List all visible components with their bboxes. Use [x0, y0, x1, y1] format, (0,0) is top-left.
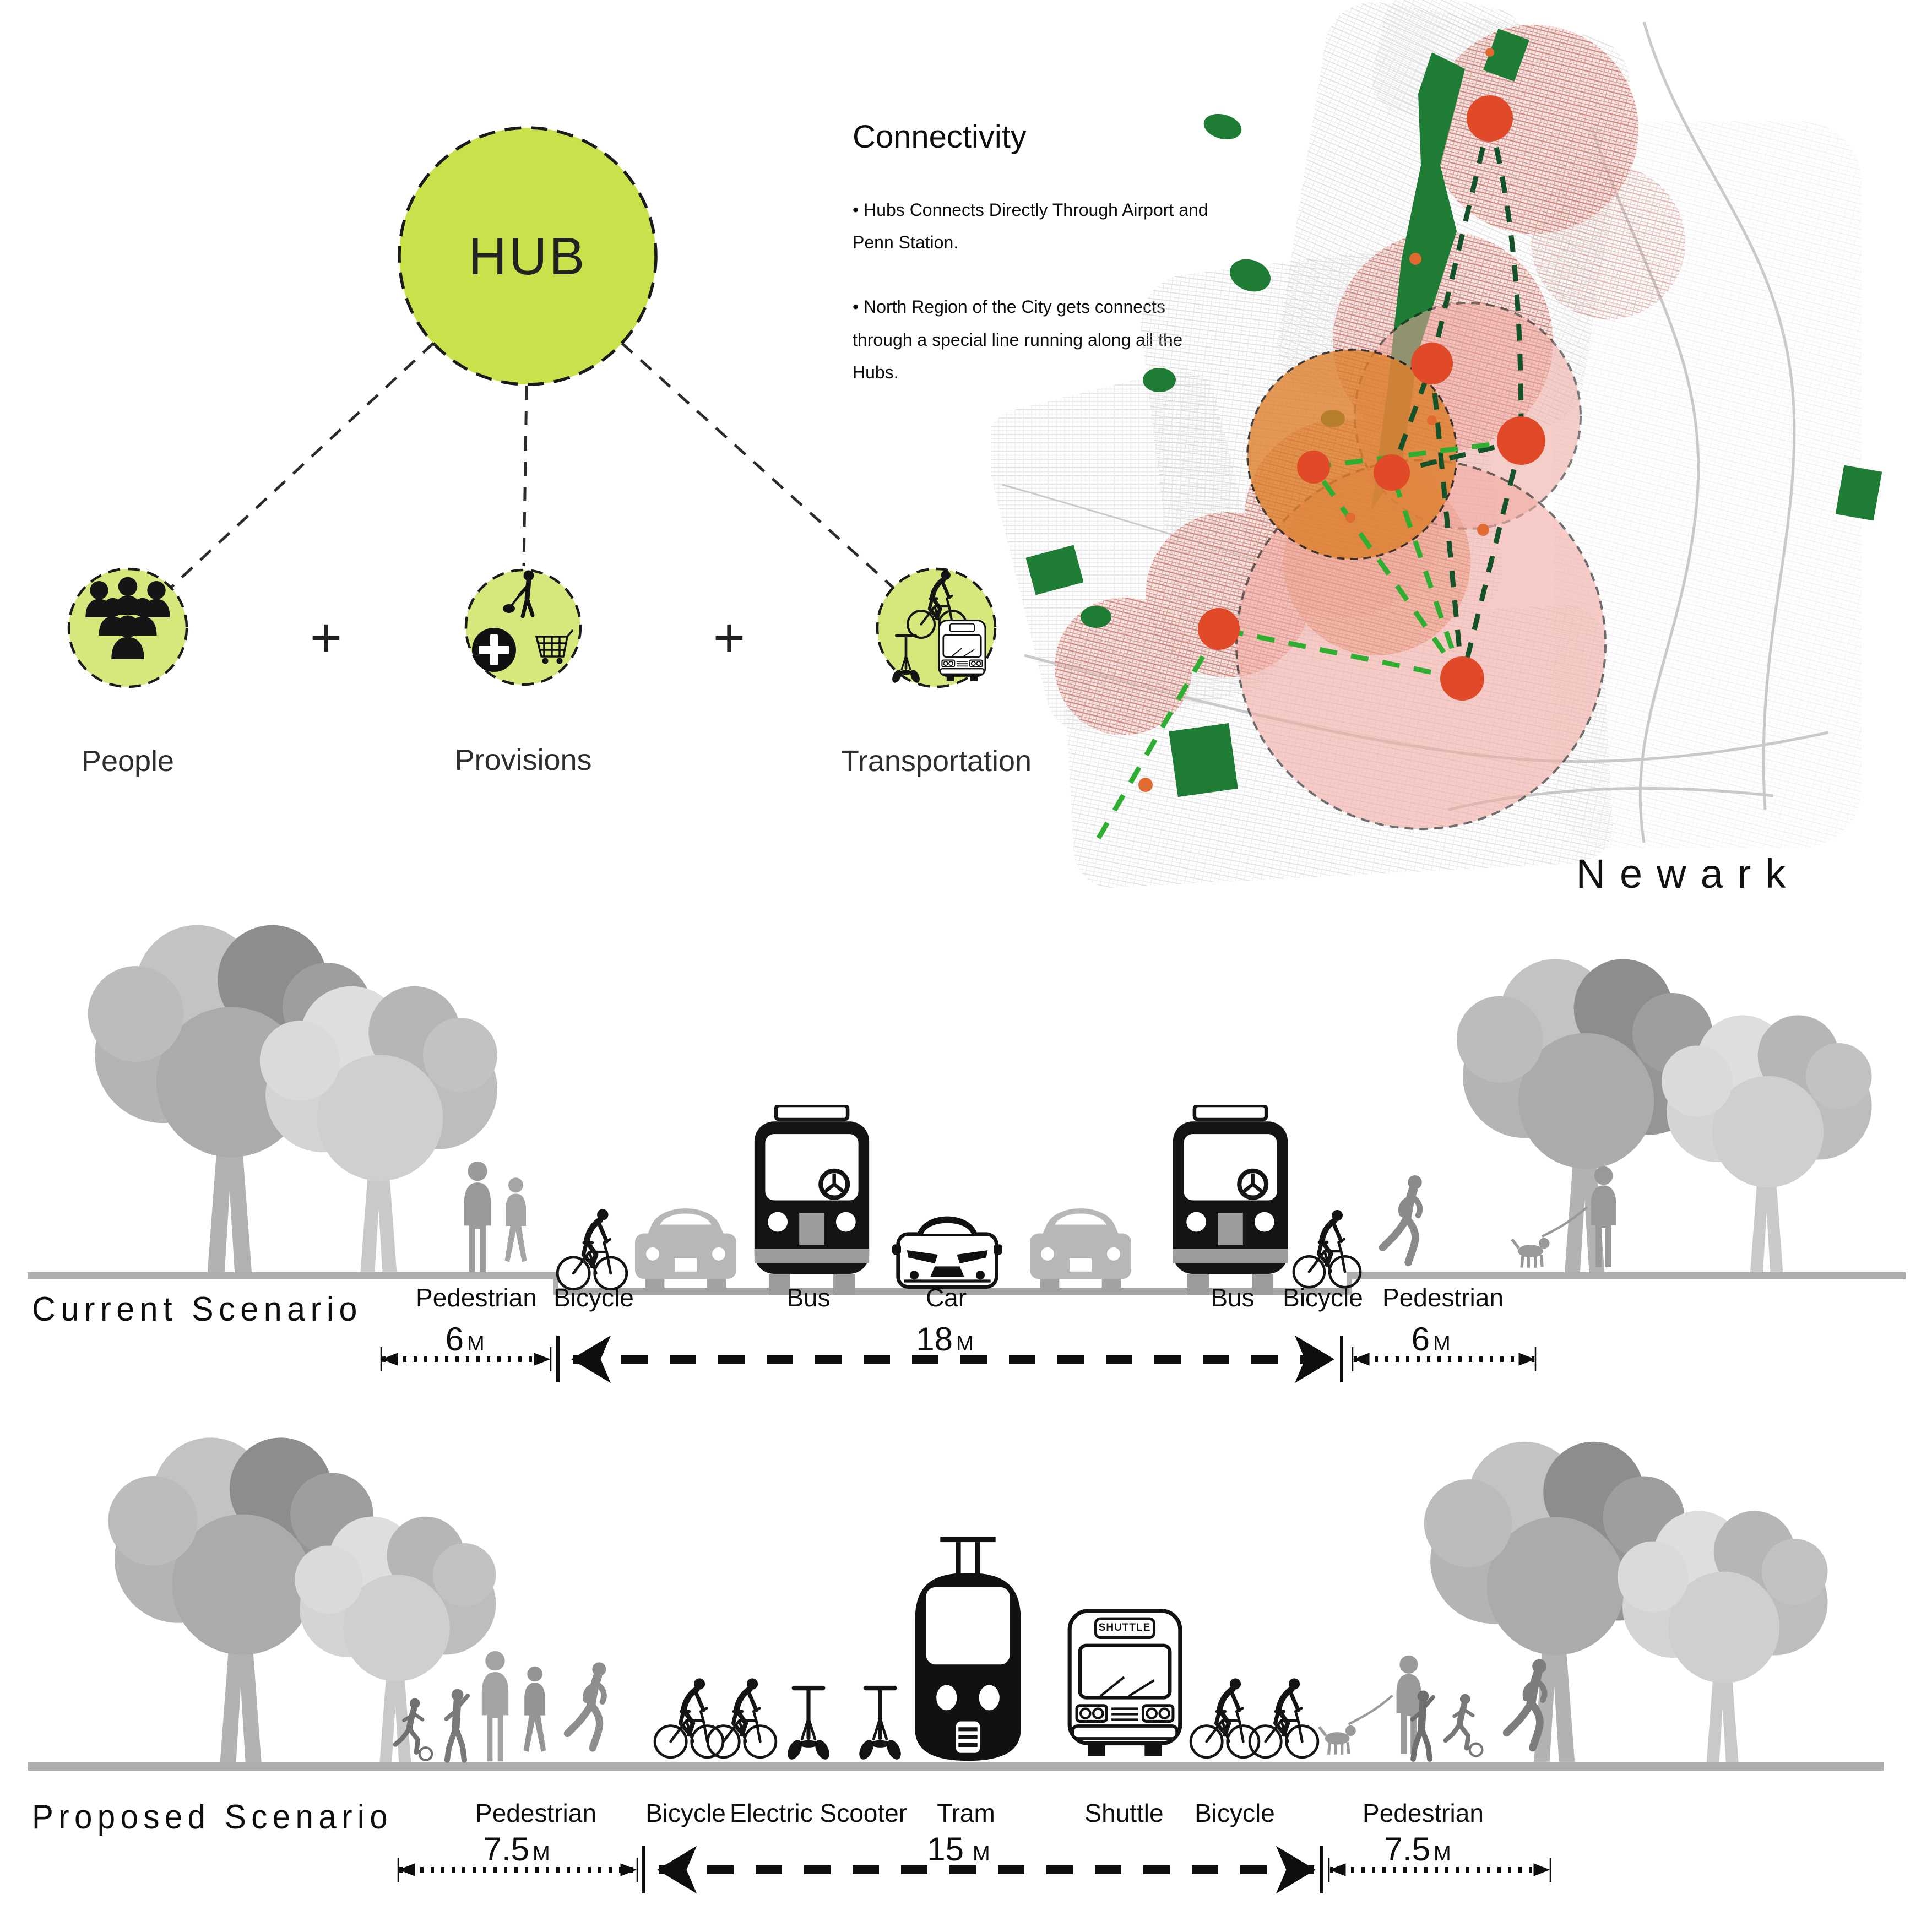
street-ground	[28, 1762, 1884, 1771]
current-scenario-section: Current Scenario Pedestrian Bicycle Bus …	[28, 925, 1906, 1383]
lane-label: Bicycle	[645, 1799, 726, 1827]
city-label: Newark	[1576, 851, 1800, 897]
person-trolley-icon	[503, 570, 535, 618]
medical-cross-icon	[472, 628, 516, 672]
lane-label: Bicycle	[553, 1283, 634, 1312]
dog-walker	[1512, 1167, 1615, 1268]
child	[446, 1689, 468, 1760]
connectivity-bullet-1: • Hubs Connects Directly Through Airport…	[853, 200, 1208, 253]
bus	[755, 1105, 869, 1295]
jogger	[567, 1662, 606, 1748]
influence-circles	[1235, 302, 1607, 830]
tree	[259, 986, 498, 1278]
cyclist	[1250, 1678, 1318, 1757]
dim-value: 6	[446, 1321, 464, 1358]
dim-value: 15	[927, 1831, 964, 1868]
provisions-icons	[472, 570, 574, 672]
proposed-title: Proposed Scenario	[32, 1798, 393, 1836]
newark-map: Newark	[991, 0, 1882, 897]
dim-value: 7.5	[484, 1831, 529, 1868]
car	[892, 1217, 1002, 1287]
lane-label: Bicycle	[1195, 1799, 1275, 1827]
plus-sign: +	[310, 607, 342, 669]
lane-label: Tram	[937, 1799, 995, 1827]
connectivity-panel: Connectivity • Hubs Connects Directly Th…	[853, 118, 1227, 421]
current-title: Current Scenario	[32, 1290, 362, 1328]
provisions-label: Provisions	[454, 744, 591, 777]
lane-label: Pedestrian	[416, 1283, 537, 1312]
dim-value: 7.5	[1385, 1831, 1430, 1868]
lane-label: Bus	[786, 1283, 830, 1312]
tree	[295, 1516, 496, 1764]
bus	[1173, 1105, 1288, 1295]
shopping-cart-icon	[535, 629, 574, 664]
lane-label: Pedestrian	[1363, 1799, 1484, 1827]
electric-scooter	[785, 1688, 832, 1762]
pedestrian	[481, 1651, 509, 1762]
lane-label: Shuttle	[1084, 1799, 1163, 1827]
hub-diagram: HUB	[67, 126, 1032, 778]
minibus-icon	[938, 620, 986, 682]
hub-connector-lines	[170, 342, 894, 589]
hub-links-bright-green	[1094, 438, 1522, 844]
lane-label: Bus	[1211, 1283, 1254, 1312]
tram	[915, 1537, 1021, 1761]
dog-walker	[1319, 1656, 1420, 1755]
lane-label: Electric Scooter	[730, 1799, 907, 1827]
dim-unit: M	[1434, 1842, 1451, 1865]
connectivity-title: Connectivity	[853, 119, 1027, 155]
jogger	[1383, 1175, 1422, 1262]
lane-label: Car	[926, 1283, 967, 1312]
dim-unit: M	[973, 1842, 990, 1865]
pedestrian	[464, 1161, 491, 1272]
car-gray	[1030, 1208, 1131, 1291]
cyclist	[708, 1678, 776, 1757]
cyclist	[557, 1209, 627, 1289]
street-ground	[28, 1272, 1906, 1295]
pedestrian	[523, 1666, 546, 1752]
current-dimensions: 6 M 18 M 6 M	[380, 1321, 1537, 1383]
dim-unit: M	[467, 1332, 485, 1355]
proposed-dimensions: 7.5 M 15 M 7.5 M	[397, 1831, 1551, 1894]
hub-dots	[1138, 48, 1545, 792]
dim-unit: M	[1433, 1332, 1451, 1355]
shuttle-sign: SHUTTLE	[1099, 1622, 1151, 1633]
car-gray	[635, 1208, 736, 1291]
hub-label: HUB	[469, 227, 587, 286]
dim-unit: M	[533, 1842, 550, 1865]
tree	[1617, 1511, 1828, 1770]
dim-unit: M	[956, 1332, 974, 1355]
people-label: People	[82, 745, 174, 778]
lane-label: Pedestrian	[475, 1799, 596, 1827]
lane-label: Bicycle	[1283, 1283, 1363, 1312]
child-playing	[1446, 1694, 1483, 1756]
electric-scooter	[856, 1688, 904, 1762]
cyclist	[655, 1678, 723, 1757]
proposed-scenario-section: SHUTTLE Proposed Scenario Pedestrian Bic…	[28, 1437, 1884, 1894]
current-lane-labels: Pedestrian Bicycle Bus Car Bus Bicycle P…	[416, 1283, 1504, 1312]
pedestrian	[504, 1177, 527, 1262]
dim-value: 6	[1412, 1321, 1430, 1358]
dim-value: 18	[916, 1321, 953, 1358]
hub-circle	[398, 126, 658, 386]
connectivity-bullet-2: • North Region of the City gets connects…	[853, 297, 1183, 382]
cyclist	[1191, 1678, 1259, 1757]
tree	[1661, 1015, 1872, 1274]
lane-label: Pedestrian	[1382, 1283, 1504, 1312]
plus-sign: +	[713, 607, 745, 669]
proposed-lane-labels: Pedestrian Bicycle Electric Scooter Tram…	[475, 1799, 1484, 1827]
transportation-label: Transportation	[841, 745, 1032, 778]
